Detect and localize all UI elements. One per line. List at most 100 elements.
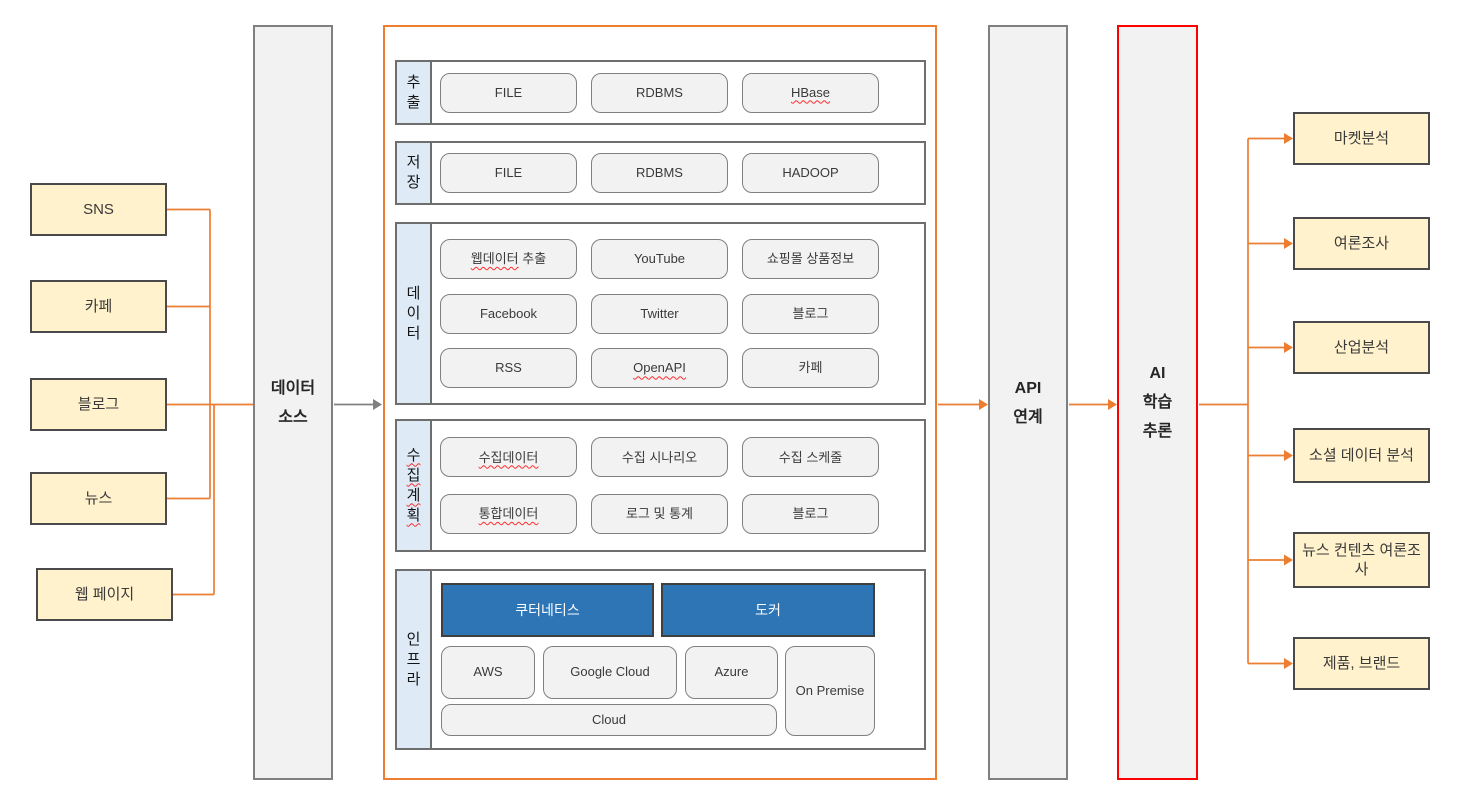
pipeline-item-box: 카페 <box>742 348 879 389</box>
pipeline-item-label: 로그 및 통계 <box>625 505 694 521</box>
pipeline-item-label: 블로그 <box>792 305 829 321</box>
flow-arrowhead-gray <box>373 399 382 410</box>
cloud-provider-label: On Premise <box>795 682 865 698</box>
pipeline-item-box: 수집 스케줄 <box>742 437 879 478</box>
source-box: SNS <box>30 183 167 236</box>
pipeline-item-label: 수집 시나리오 <box>621 449 698 465</box>
output-box-label: 마켓분석 <box>1333 129 1390 147</box>
pipeline-item-box: FILE <box>440 153 577 193</box>
pipeline-item-box: YouTube <box>591 238 728 279</box>
pipeline-item-label: RDBMS <box>636 165 683 181</box>
source-box: 블로그 <box>30 378 167 431</box>
column-label-line: 연계 <box>1013 408 1043 426</box>
cloud-provider-box: AWS <box>441 646 535 699</box>
pipeline-item-box: 웹데이터 추출 <box>440 238 577 279</box>
pipeline-box-row: Facebook Twitter 블로그 <box>432 293 924 334</box>
pipeline-item-label: 수집데이터 <box>478 449 539 465</box>
pipeline-item-box: HBase <box>742 72 879 113</box>
pipeline-item-box: HADOOP <box>742 153 879 193</box>
output-arrowhead <box>1284 342 1293 353</box>
pipeline-item-box: RDBMS <box>591 72 728 113</box>
row-label-char: 추 <box>406 73 421 91</box>
platform-box-label: 쿠터네티스 <box>515 602 580 618</box>
source-box: 카페 <box>30 280 167 333</box>
source-box-label: 카페 <box>84 297 113 315</box>
pipeline-item-label: Facebook <box>479 305 538 321</box>
cloud-provider-box: Google Cloud <box>543 646 677 699</box>
cloud-bar: Cloud <box>441 704 777 736</box>
cloud-provider-label: Azure <box>714 664 749 680</box>
row-label-char: 집 <box>406 466 421 484</box>
output-box: 소셜 데이터 분석 <box>1293 428 1430 483</box>
column-label-line: 학습 <box>1142 394 1173 411</box>
row-label-char: 장 <box>406 174 421 191</box>
column-label-line: API <box>1014 379 1042 397</box>
output-arrowhead <box>1284 133 1293 144</box>
pipeline-item-box: Twitter <box>591 293 728 334</box>
output-arrowhead <box>1284 658 1293 669</box>
pipeline-item-label: HBase <box>790 84 831 100</box>
pipeline-item-label: RDBMS <box>636 84 683 100</box>
pipeline-box-row: RSS OpenAPI 카페 <box>432 348 924 389</box>
platform-box-label: 도커 <box>755 602 781 618</box>
output-box: 제품, 브랜드 <box>1293 637 1430 690</box>
output-box: 산업분석 <box>1293 321 1430 374</box>
flow-arrowhead-orange <box>979 399 988 410</box>
pipeline-item-box: 로그 및 통계 <box>591 493 728 534</box>
row-label-char: 터 <box>406 324 421 342</box>
column-label-line: 추론 <box>1142 423 1173 440</box>
pipeline-item-label: RSS <box>495 360 522 376</box>
pipeline-item-box: Facebook <box>440 293 577 334</box>
source-box-label: SNS <box>83 200 114 218</box>
pipeline-item-label: FILE <box>494 84 523 100</box>
row-label-char: 이 <box>406 304 421 322</box>
pipeline-item-label: 웹데이터 <box>470 250 519 266</box>
flow-arrowhead-orange <box>1108 399 1117 410</box>
column-label-line: 데이터 <box>270 379 316 397</box>
row-label-char: 저 <box>406 154 421 171</box>
pipeline-item-label: OpenAPI <box>633 360 686 376</box>
pipeline-item-label: FILE <box>494 165 523 181</box>
row-label-char: 출 <box>406 93 421 111</box>
row-label-char: 라 <box>406 670 421 688</box>
pipeline-item-label: 수집 스케줄 <box>778 449 843 465</box>
row-label-char: 데 <box>406 284 421 302</box>
output-box-label: 여론조사 <box>1333 234 1390 252</box>
source-box: 뉴스 <box>30 472 167 525</box>
pipeline-item-box: 수집 시나리오 <box>591 437 728 478</box>
output-box-label: 제품, 브랜드 <box>1322 654 1401 672</box>
source-box-label: 웹 페이지 <box>74 585 135 603</box>
row-label-char: 프 <box>406 650 421 668</box>
cloud-bar-label: Cloud <box>592 711 626 727</box>
column-label-line: AI <box>1149 365 1166 382</box>
pipeline-row-content: FILE RDBMS HADOOP <box>432 143 924 203</box>
cloud-provider-label: Google Cloud <box>570 664 650 680</box>
pipeline-item-label: 블로그 <box>792 505 829 521</box>
row-label-char: 인 <box>406 630 421 648</box>
output-arrowhead <box>1284 450 1293 461</box>
cloud-provider-label: AWS <box>473 664 503 680</box>
output-box-label: 산업분석 <box>1333 338 1390 356</box>
pipeline-item-box: FILE <box>440 72 577 113</box>
output-box-label: 소셜 데이터 분석 <box>1309 446 1414 464</box>
pipeline-item-label: YouTube <box>633 250 686 266</box>
pipeline-item-label: HADOOP <box>782 165 839 181</box>
pipeline-item-label: Twitter <box>640 305 679 321</box>
platform-box: 쿠터네티스 <box>441 583 654 637</box>
column-label-line: 소스 <box>278 408 308 426</box>
